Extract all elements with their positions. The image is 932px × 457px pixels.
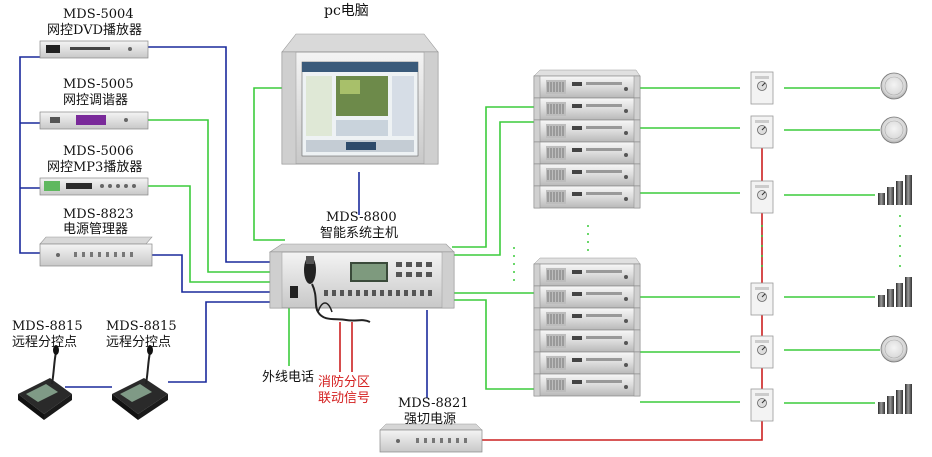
- force-power-device: [379, 423, 483, 453]
- line-power-to-host: [152, 254, 270, 293]
- pc-title-label: pc电脑: [324, 3, 369, 19]
- line-host-to-amp2b: [452, 299, 534, 390]
- microphone-icon: [304, 256, 371, 323]
- line-host-to-amp1: [452, 106, 534, 248]
- amplifier-bank-1: [533, 69, 641, 209]
- dvd-name-label: 网控DVD播放器: [47, 23, 143, 38]
- remote1-name-label: 远程分控点: [12, 335, 78, 350]
- amplifier-bank-2: [533, 257, 641, 397]
- mp3-model-label: MDS-5006: [63, 144, 134, 159]
- continuation-dots: [513, 215, 901, 281]
- force-power-model-label: MDS-8821: [398, 396, 469, 411]
- dvd-model-label: MDS-5004: [63, 7, 134, 22]
- line-tuner-to-host: [148, 119, 270, 273]
- remote-point-1-device: [18, 345, 72, 420]
- line-mp3-to-host: [148, 185, 270, 283]
- power-manager-device: [39, 236, 153, 267]
- remote2-name-label: 远程分控点: [106, 335, 172, 350]
- column-speaker-icon: [878, 175, 912, 414]
- host-model-label: MDS-8800: [326, 210, 397, 225]
- connection-lines: [19, 46, 880, 441]
- remote2-model-label: MDS-8815: [106, 319, 177, 334]
- force-power-name-label: 强切电源: [404, 412, 457, 427]
- mp3-name-label: 网控MP3播放器: [47, 160, 143, 175]
- line-pc-to-host: [253, 87, 285, 241]
- tuner-device: [39, 111, 149, 130]
- remote1-model-label: MDS-8815: [12, 319, 83, 334]
- tuner-name-label: 网控调谐器: [63, 93, 129, 108]
- line-host-to-amp1b: [452, 121, 534, 256]
- line-dvd-to-host: [148, 46, 270, 263]
- host-device: [269, 243, 455, 309]
- dvd-player-device: [39, 40, 149, 59]
- fire-zone-label-2: 联动信号: [318, 391, 371, 406]
- tuner-model-label: MDS-5005: [63, 77, 134, 92]
- host-name-label: 智能系统主机: [320, 226, 399, 241]
- line-remote-2: [168, 301, 270, 383]
- pc-computer-device: [281, 33, 439, 165]
- remote-point-2-device: [112, 345, 168, 420]
- ceiling-speaker-icon: [880, 72, 908, 363]
- power-mgr-name-label: 电源管理器: [63, 222, 129, 237]
- phone-line-label: 外线电话: [262, 370, 315, 385]
- mp3-player-device: [39, 177, 149, 196]
- line-source-bus: [19, 56, 40, 254]
- fire-zone-label-1: 消防分区: [318, 375, 371, 390]
- power-mgr-model-label: MDS-8823: [63, 207, 134, 222]
